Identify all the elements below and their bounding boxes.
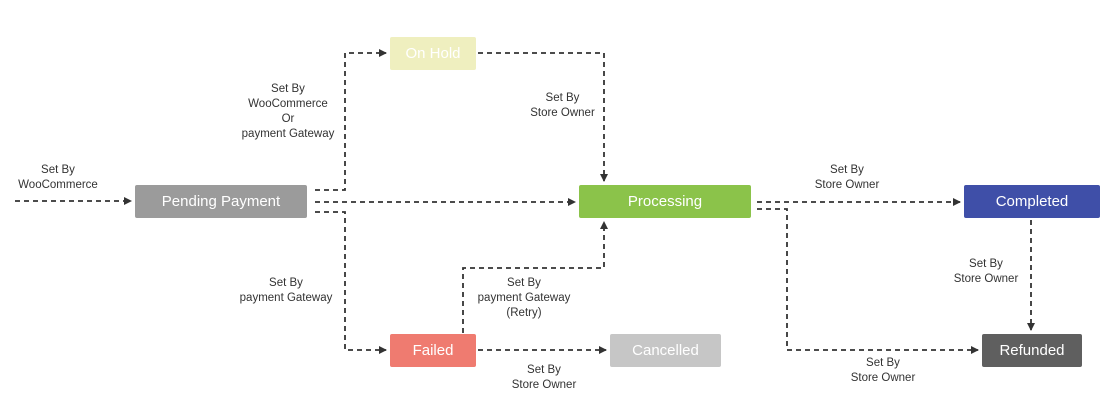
edge-label-line: Set By bbox=[527, 364, 561, 376]
edge-label-to-processing: Set By Store Owner bbox=[520, 91, 605, 121]
status-completed: Completed bbox=[964, 185, 1100, 218]
edge-label-line: Store Owner bbox=[814, 179, 880, 191]
status-on-hold-label: On Hold bbox=[405, 45, 461, 62]
edge-label-retry: Set By payment Gateway (Retry) bbox=[466, 276, 582, 321]
status-failed: Failed bbox=[390, 334, 476, 367]
edge-label-to-failed: Set By payment Gateway bbox=[228, 276, 344, 306]
status-completed-label: Completed bbox=[995, 193, 1069, 210]
status-refunded: Refunded bbox=[982, 334, 1082, 367]
edge-label-processing-to-refunded: Set By Store Owner bbox=[841, 356, 925, 386]
edge-processing-to-refunded bbox=[757, 208, 979, 354]
edge-label-to-on-hold: Set By WooCommerce Or payment Gateway bbox=[228, 82, 348, 142]
edge-label-line: payment Gateway bbox=[477, 292, 571, 304]
edge-pending-to-failed bbox=[315, 211, 387, 354]
edge-label-line: Store Owner bbox=[850, 372, 916, 384]
edge-label-line: Set By bbox=[507, 277, 541, 289]
status-pending-payment: Pending Payment bbox=[135, 185, 307, 218]
status-cancelled: Cancelled bbox=[610, 334, 721, 367]
edge-label-to-cancelled: Set By Store Owner bbox=[502, 363, 586, 393]
status-on-hold: On Hold bbox=[390, 37, 476, 70]
status-processing-label: Processing bbox=[627, 193, 703, 210]
status-refunded-label: Refunded bbox=[999, 342, 1065, 359]
status-cancelled-label: Cancelled bbox=[632, 342, 699, 359]
edge-label-line: Set By bbox=[271, 83, 305, 95]
edge-label-to-completed: Set By Store Owner bbox=[800, 163, 894, 193]
edge-label-line: Set By bbox=[269, 277, 303, 289]
edge-failed-to-processing-retry bbox=[462, 221, 608, 333]
edge-label-line: Set By bbox=[830, 164, 864, 176]
edge-label-line: (Retry) bbox=[506, 307, 542, 319]
edge-label-line: payment Gateway bbox=[239, 292, 333, 304]
edge-label-line: Set By bbox=[41, 164, 75, 176]
edge-label-line: Or bbox=[281, 113, 295, 125]
edge-onhold-to-processing bbox=[478, 52, 608, 182]
edge-label-line: Store Owner bbox=[953, 273, 1019, 285]
edge-label-entry: Set By WooCommerce bbox=[8, 163, 108, 193]
edge-label-line: payment Gateway bbox=[241, 128, 335, 140]
edge-label-line: Set By bbox=[866, 357, 900, 369]
edge-label-line: Set By bbox=[545, 92, 580, 104]
edge-label-line: Store Owner bbox=[530, 107, 595, 119]
edge-label-line: WooCommerce bbox=[248, 98, 328, 110]
edge-label-line: Set By bbox=[969, 258, 1003, 270]
edge-label-line: Store Owner bbox=[511, 379, 577, 391]
edge-label-line: WooCommerce bbox=[18, 179, 98, 191]
status-failed-label: Failed bbox=[412, 342, 454, 359]
status-pending-payment-label: Pending Payment bbox=[161, 193, 281, 210]
edge-label-completed-to-refunded: Set By Store Owner bbox=[944, 257, 1028, 287]
status-processing: Processing bbox=[579, 185, 751, 218]
